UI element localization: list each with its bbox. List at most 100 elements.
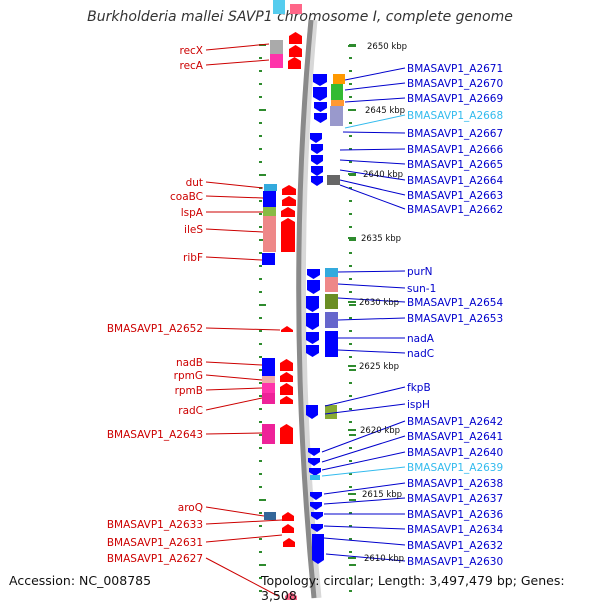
- forward-gene-arrow: [280, 359, 293, 371]
- scale-label: 2610 kbp: [364, 554, 404, 564]
- tick-mark: [259, 486, 262, 488]
- tick-mark: [259, 395, 262, 397]
- scale-tick: [348, 429, 356, 431]
- right-gene-label: BMASAVP1_A2641: [407, 431, 503, 443]
- leader-line: [324, 403, 406, 415]
- gene-color-box: [325, 312, 338, 328]
- gene-blocks: [262, 0, 345, 600]
- reverse-gene-arrow: [306, 296, 319, 312]
- gene-color-box: [330, 106, 343, 126]
- tick-mark: [259, 460, 262, 462]
- left-gene-label: aroQ: [178, 502, 203, 514]
- reverse-gene-arrow: [313, 74, 327, 86]
- right-gene-label: nadC: [407, 348, 434, 360]
- leader-line: [337, 283, 406, 289]
- tick-mark: [349, 278, 352, 280]
- right-gene-label: purN: [407, 266, 433, 278]
- scale-label: 2630 kbp: [359, 298, 399, 308]
- left-gene-label: nadB: [176, 357, 203, 369]
- label-leader-lines: [205, 43, 406, 597]
- tick-mark: [259, 148, 262, 150]
- right-gene-label: BMASAVP1_A2664: [407, 175, 503, 187]
- forward-gene-arrow: [282, 512, 294, 521]
- tick-mark: [349, 538, 352, 540]
- tick-mark: [259, 343, 262, 345]
- forward-gene-arrow: [280, 372, 293, 382]
- tick-mark: [259, 408, 262, 410]
- chromosome-axis: [296, 19, 322, 599]
- right-gene-label: BMASAVP1_A2640: [407, 447, 503, 459]
- tick-mark: [259, 525, 262, 527]
- gene-color-box: [327, 175, 340, 185]
- scale-label: 2635 kbp: [361, 234, 401, 244]
- leader-line: [344, 82, 406, 91]
- left-gene-label: BMASAVP1_A2631: [107, 537, 203, 549]
- tick-mark: [349, 473, 352, 475]
- tick-mark: [259, 590, 262, 592]
- forward-gene-arrow: [289, 45, 302, 57]
- tick-mark: [259, 70, 262, 72]
- gene-color-box: [264, 512, 276, 520]
- leader-line: [339, 179, 406, 196]
- leader-line: [339, 148, 406, 151]
- left-gene-label: lspA: [181, 207, 204, 219]
- leader-line: [321, 435, 406, 463]
- tick-mark: [349, 265, 352, 267]
- tick-mark: [349, 512, 352, 514]
- gene-color-box: [333, 74, 345, 84]
- right-gene-label: BMASAVP1_A2636: [407, 509, 503, 521]
- leader-line: [205, 506, 265, 517]
- right-gene-label: BMASAVP1_A2670: [407, 78, 503, 90]
- left-gene-label: coaBC: [170, 191, 203, 203]
- left-gene-label: dut: [186, 177, 203, 189]
- scale-label: 2625 kbp: [359, 362, 399, 372]
- tick-mark: [349, 356, 352, 358]
- tick-mark: [349, 551, 352, 553]
- tick-mark: [259, 226, 262, 228]
- reverse-gene-arrow: [311, 512, 323, 520]
- tick-mark: [259, 252, 262, 254]
- tick-mark: [259, 564, 266, 566]
- reverse-gene-arrow: [306, 332, 319, 344]
- reverse-gene-arrow: [307, 269, 320, 279]
- gene-color-box: [325, 331, 338, 345]
- scale-label: 2615 kbp: [362, 490, 402, 500]
- left-gene-label: rpmB: [175, 385, 203, 397]
- tick-mark: [349, 213, 352, 215]
- tick-mark: [349, 499, 356, 501]
- reverse-gene-arrow: [310, 502, 322, 510]
- forward-gene-arrow: [289, 32, 302, 44]
- scale-tick: [348, 237, 356, 239]
- tick-mark: [349, 70, 352, 72]
- leader-line: [205, 387, 263, 391]
- reverse-gene-arrow: [311, 176, 323, 186]
- tick-mark: [349, 330, 352, 332]
- left-gene-labels: recXrecAdutcoaBClspAileSribFBMASAVP1_A26…: [107, 45, 204, 565]
- left-gene-label: BMASAVP1_A2643: [107, 429, 203, 441]
- leader-line: [337, 270, 406, 273]
- leader-line: [325, 553, 406, 562]
- reverse-gene-arrow: [310, 133, 322, 143]
- reverse-gene-arrow: [307, 280, 320, 294]
- tick-mark: [349, 460, 352, 462]
- topology-text: Topology: circular; Length: 3,497,479 bp…: [261, 573, 565, 603]
- tick-mark: [349, 590, 352, 592]
- leader-line: [205, 519, 283, 525]
- gene-color-box: [264, 184, 277, 191]
- forward-gene-arrow: [283, 538, 295, 547]
- gene-color-box: [325, 294, 338, 309]
- tick-mark: [259, 174, 266, 176]
- reverse-gene-arrow: [312, 534, 324, 564]
- tick-mark: [259, 200, 262, 202]
- scale-tick: [348, 365, 356, 367]
- tick-mark: [259, 122, 262, 124]
- gene-color-box: [325, 277, 338, 292]
- tick-mark: [349, 369, 356, 371]
- leader-line: [205, 327, 281, 331]
- tick-mark: [349, 486, 352, 488]
- leader-line: [324, 386, 406, 407]
- leader-line: [339, 169, 406, 181]
- leader-line: [205, 256, 263, 261]
- tick-mark: [349, 421, 352, 423]
- left-gene-label: BMASAVP1_A2633: [107, 519, 203, 531]
